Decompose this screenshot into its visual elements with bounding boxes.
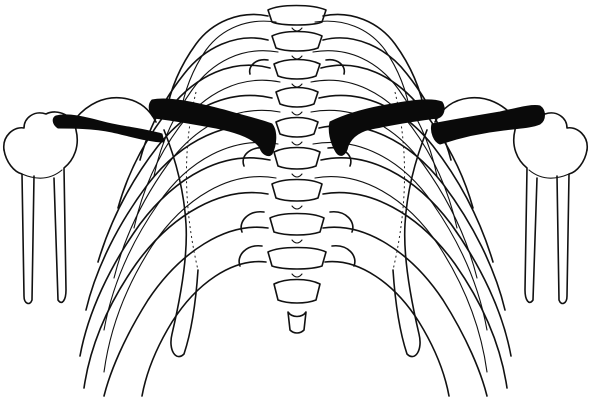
right-ribs xyxy=(311,14,511,396)
vertebral-column xyxy=(239,6,355,334)
